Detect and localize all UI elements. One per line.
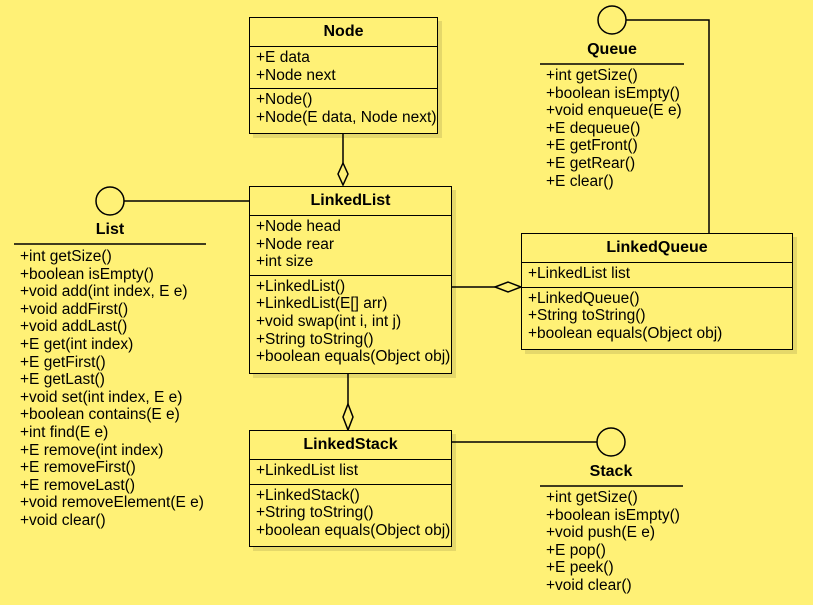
interface-method: +E clear() (546, 172, 614, 190)
interface-method: +E getLast() (20, 371, 105, 389)
class-method: +String toString() (256, 330, 374, 348)
interface-method: +void clear() (546, 576, 632, 594)
interface-method: +int getSize() (546, 67, 638, 84)
class-method: +Node() (256, 91, 313, 109)
interface-method: +E remove(int index) (20, 441, 164, 459)
interface-method: +boolean isEmpty() (20, 265, 154, 283)
class-method: +boolean equals(Object obj) (528, 324, 723, 342)
interface-method: +boolean isEmpty() (546, 506, 680, 524)
aggregation-diamond-linkedlist-node (337, 161, 349, 187)
class-method: +Node(E data, Node next) (256, 108, 437, 126)
class-method: +boolean equals(Object obj) (256, 348, 451, 366)
interface-method: +E removeLast() (20, 476, 136, 494)
interface-method: +E pop() (546, 541, 606, 559)
interface-method: +void add(int index, E e) (20, 283, 188, 301)
interface-method: +void enqueue(E e) (546, 102, 682, 120)
class-method: +LinkedQueue() (528, 289, 640, 307)
interface-method: +E removeFirst() (20, 459, 136, 477)
interface-stack-methods: +int getSize() +boolean isEmpty() +void … (546, 489, 680, 595)
class-node-title: Node (250, 18, 437, 47)
interface-method: +int find(E e) (20, 423, 109, 441)
class-linkedlist-fields: +Node head +Node rear +int size (250, 216, 451, 276)
class-method: +LinkedList() (256, 277, 346, 295)
class-node-fields: +E data +Node next (250, 47, 437, 90)
interface-list-methods: +int getSize() +boolean isEmpty() +void … (20, 248, 204, 530)
interface-method: +void push(E e) (546, 524, 655, 542)
class-method: +boolean equals(Object obj) (256, 521, 451, 539)
class-method: +String toString() (256, 504, 374, 522)
interface-method: +E getFront() (546, 137, 638, 155)
class-linkedlist-title: LinkedList (250, 187, 451, 216)
class-method: +LinkedList(E[] arr) (256, 295, 388, 313)
interface-method: +E get(int index) (20, 335, 134, 353)
interface-method: +boolean isEmpty() (546, 84, 680, 102)
interface-method: +E peek() (546, 559, 614, 577)
interface-method: +E dequeue() (546, 119, 641, 137)
interface-queue-methods: +int getSize() +boolean isEmpty() +void … (546, 67, 682, 190)
interface-method: +void set(int index, E e) (20, 388, 183, 406)
class-method: +String toString() (528, 307, 646, 325)
list-interface-icon (95, 186, 125, 216)
class-linkedstack-title: LinkedStack (250, 431, 451, 460)
stack-interface-icon (596, 427, 626, 457)
class-linkedqueue[interactable]: LinkedQueue +LinkedList list +LinkedQueu… (521, 233, 793, 350)
class-linkedqueue-title: LinkedQueue (522, 234, 792, 263)
class-field: +Node rear (256, 235, 334, 253)
class-node[interactable]: Node +E data +Node next +Node() +Node(E … (249, 17, 438, 134)
interface-method: +E getRear() (546, 154, 636, 172)
class-method: +void swap(int i, int j) (256, 312, 402, 330)
aggregation-diamond-linkedstack (342, 401, 354, 433)
class-node-methods: +Node() +Node(E data, Node next) (250, 89, 437, 130)
class-field: +E data (256, 49, 310, 66)
class-linkedstack-fields: +LinkedList list (250, 460, 451, 485)
interface-method: +int getSize() (20, 248, 112, 265)
interface-method: +void addLast() (20, 318, 128, 336)
class-field: +Node head (256, 218, 341, 235)
interface-method: +void clear() (20, 511, 106, 529)
queue-interface-icon (597, 5, 627, 35)
class-linkedstack-methods: +LinkedStack() +String toString() +boole… (250, 485, 451, 544)
queue-interface-link (626, 19, 710, 233)
class-field: +LinkedList list (528, 265, 631, 282)
class-linkedqueue-methods: +LinkedQueue() +String toString() +boole… (522, 288, 792, 347)
class-linkedlist[interactable]: LinkedList +Node head +Node rear +int si… (249, 186, 452, 374)
interface-method: +boolean contains(E e) (20, 406, 180, 424)
interface-method: +int getSize() (546, 489, 638, 506)
interface-method: +void addFirst() (20, 300, 129, 318)
class-field: +Node next (256, 66, 336, 84)
interface-list-title: List (95, 221, 125, 238)
interface-method: +E getFirst() (20, 353, 106, 371)
aggregation-diamond-linkedqueue (492, 281, 524, 293)
class-linkedstack[interactable]: LinkedStack +LinkedList list +LinkedStac… (249, 430, 452, 547)
interface-method: +void removeElement(E e) (20, 494, 204, 512)
interface-queue-title: Queue (587, 41, 637, 58)
class-field: +int size (256, 253, 314, 271)
class-linkedlist-methods: +LinkedList() +LinkedList(E[] arr) +void… (250, 276, 451, 370)
class-field: +LinkedList list (256, 462, 359, 479)
interface-stack-title: Stack (589, 463, 633, 480)
class-linkedqueue-fields: +LinkedList list (522, 263, 792, 288)
class-method: +LinkedStack() (256, 486, 360, 504)
